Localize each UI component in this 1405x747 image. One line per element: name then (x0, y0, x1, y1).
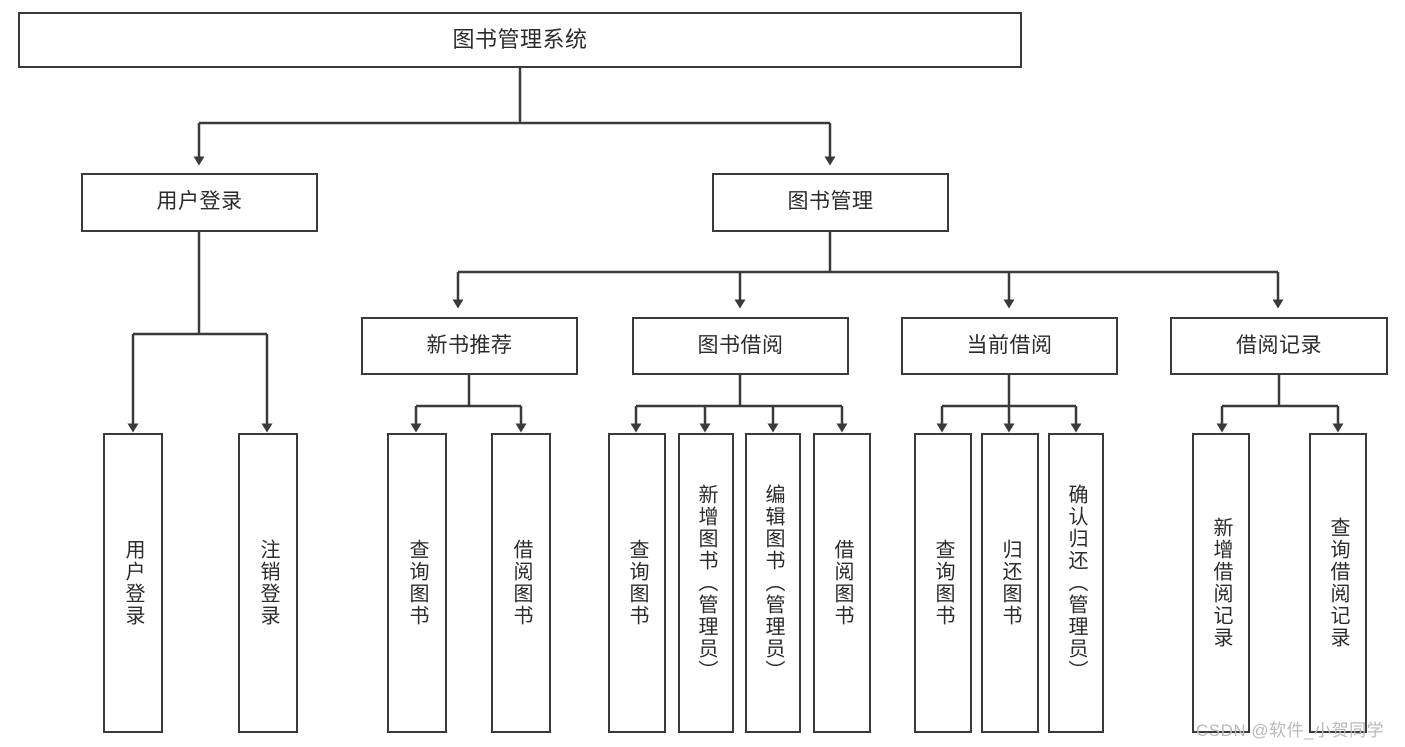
csdn-watermark: CSDN @软件_小贺同学 (1196, 721, 1385, 740)
node-leaf-return-book[interactable]: 归还图书 (981, 433, 1039, 733)
node-new-book-rec-label: 新书推荐 (426, 333, 513, 357)
node-leaf-query-book-2-label: 查询图书 (626, 539, 648, 627)
node-current-borrow[interactable]: 当前借阅 (901, 317, 1118, 375)
node-leaf-query-book-2[interactable]: 查询图书 (608, 433, 666, 733)
node-book-manage[interactable]: 图书管理 (712, 173, 949, 232)
node-borrow-record[interactable]: 借阅记录 (1170, 317, 1388, 375)
node-leaf-query-book-1-label: 查询图书 (406, 539, 428, 627)
node-root[interactable]: 图书管理系统 (18, 12, 1022, 68)
node-leaf-borrow-book-2[interactable]: 借阅图书 (813, 433, 871, 733)
node-new-book-rec[interactable]: 新书推荐 (361, 317, 578, 375)
node-user-login[interactable]: 用户登录 (81, 173, 318, 232)
node-leaf-add-book-label: 新增图书（管理员） (695, 484, 717, 682)
node-leaf-borrow-book-2-label: 借阅图书 (831, 539, 853, 627)
node-leaf-borrow-book-1[interactable]: 借阅图书 (491, 433, 551, 733)
node-leaf-edit-book[interactable]: 编辑图书（管理员） (745, 433, 801, 733)
node-leaf-query-book-3-label: 查询图书 (932, 539, 954, 627)
node-current-borrow-label: 当前借阅 (966, 333, 1053, 357)
node-leaf-logout-label: 注销登录 (257, 539, 279, 627)
node-user-login-label: 用户登录 (156, 190, 243, 214)
node-leaf-user-login[interactable]: 用户登录 (103, 433, 163, 733)
node-book-borrow[interactable]: 图书借阅 (632, 317, 849, 375)
node-leaf-query-book-1[interactable]: 查询图书 (387, 433, 447, 733)
node-book-manage-label: 图书管理 (787, 190, 874, 214)
node-root-label: 图书管理系统 (452, 27, 588, 53)
node-leaf-query-record[interactable]: 查询借阅记录 (1309, 433, 1367, 733)
node-leaf-logout[interactable]: 注销登录 (238, 433, 298, 733)
node-book-borrow-label: 图书借阅 (697, 333, 784, 357)
node-leaf-add-record[interactable]: 新增借阅记录 (1192, 433, 1250, 733)
node-leaf-add-book[interactable]: 新增图书（管理员） (678, 433, 734, 733)
node-leaf-query-book-3[interactable]: 查询图书 (914, 433, 972, 733)
node-leaf-confirm-return[interactable]: 确认归还（管理员） (1048, 433, 1104, 733)
node-leaf-borrow-book-1-label: 借阅图书 (510, 539, 532, 627)
node-borrow-record-label: 借阅记录 (1236, 333, 1322, 357)
node-leaf-confirm-return-label: 确认归还（管理员） (1065, 484, 1087, 682)
node-leaf-edit-book-label: 编辑图书（管理员） (762, 484, 784, 682)
node-leaf-query-record-label: 查询借阅记录 (1327, 517, 1349, 649)
node-leaf-add-record-label: 新增借阅记录 (1210, 517, 1232, 649)
node-leaf-return-book-label: 归还图书 (999, 539, 1021, 627)
node-leaf-user-login-label: 用户登录 (122, 539, 144, 627)
